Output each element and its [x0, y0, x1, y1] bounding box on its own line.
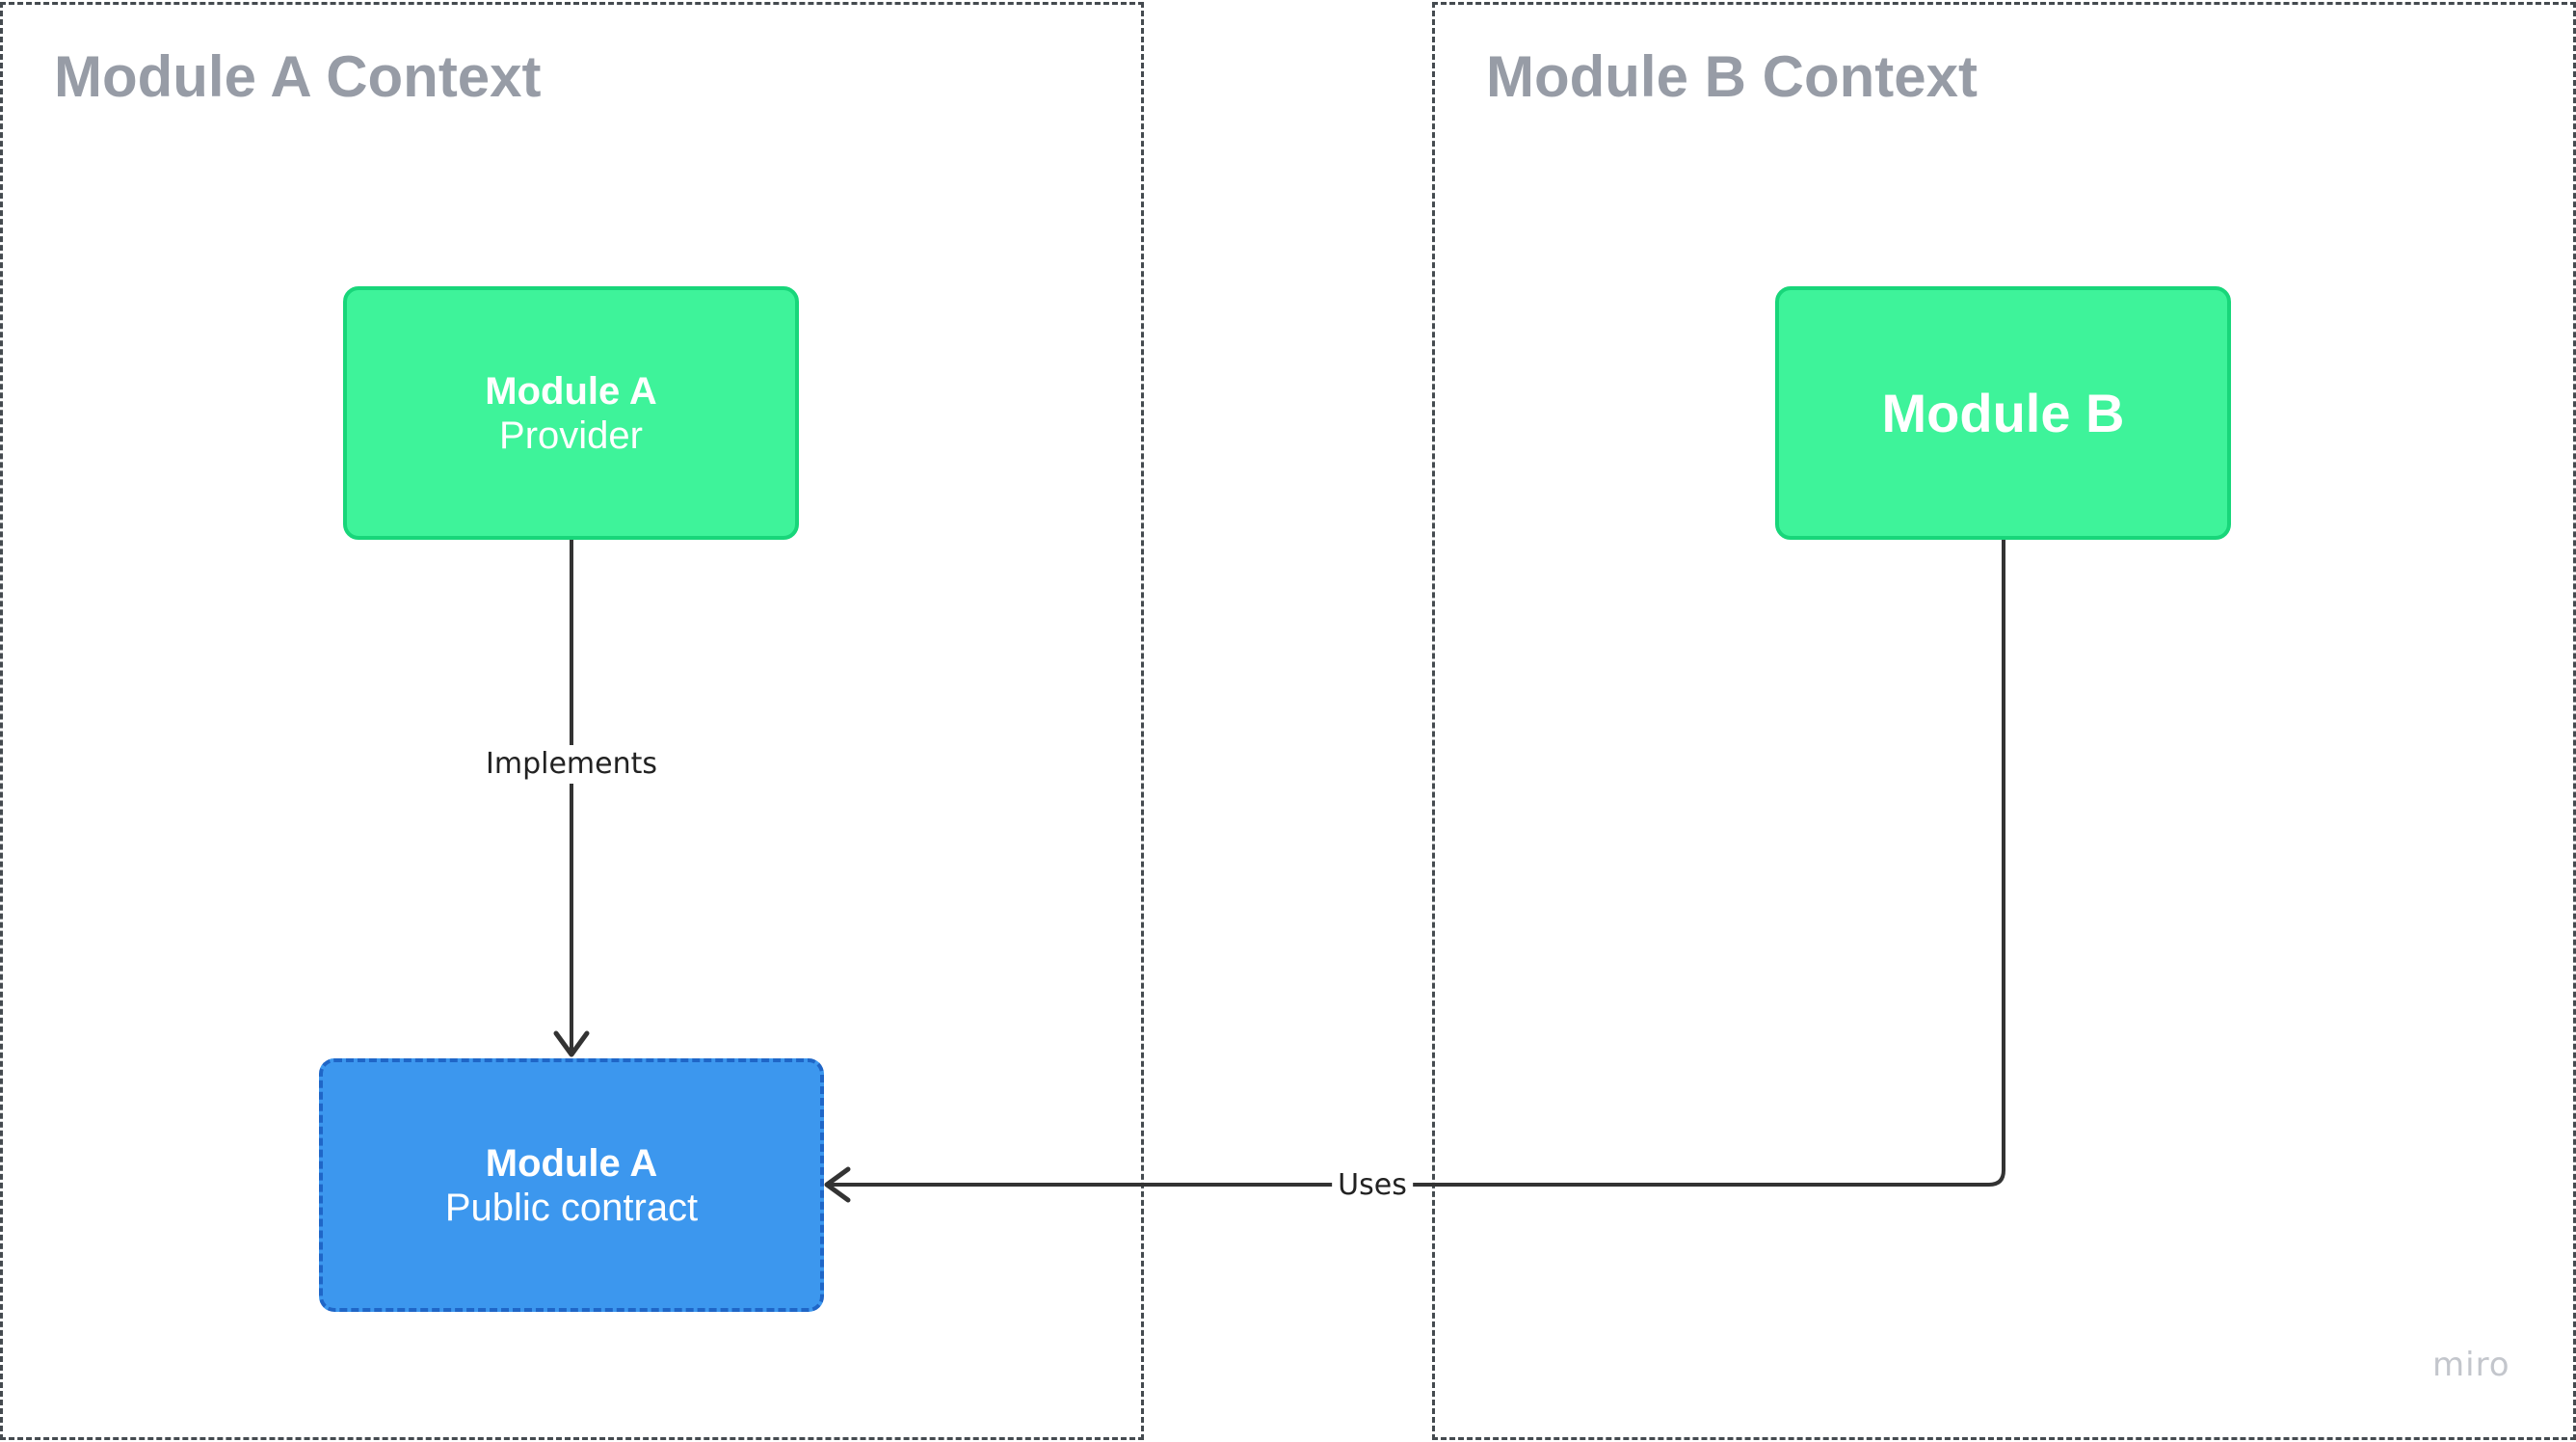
module-b-node[interactable]: Module B — [1775, 286, 2231, 540]
edge-implements-arrowhead — [553, 1030, 590, 1057]
module-a-contract-subtitle: Public contract — [444, 1186, 699, 1229]
edge-uses-label: Uses — [1332, 1166, 1413, 1205]
edge-implements[interactable] — [553, 540, 590, 1057]
module-a-provider-subtitle: Provider — [499, 414, 643, 457]
module-a-context-title: Module A Context — [54, 44, 542, 109]
module-a-context: Module A Context — [0, 2, 1144, 1440]
module-a-provider-node[interactable]: Module A Provider — [343, 286, 799, 540]
module-a-contract-title: Module A — [485, 1141, 658, 1185]
module-b-context: Module B Context — [1432, 2, 2576, 1440]
edge-implements-label: Implements — [480, 745, 663, 784]
edge-uses-line — [830, 540, 2005, 1187]
module-b-context-title: Module B Context — [1486, 44, 1978, 109]
module-a-public-contract-node[interactable]: Module A Public contract — [319, 1058, 824, 1312]
edge-uses[interactable] — [824, 540, 2005, 1203]
module-b-title: Module B — [1881, 383, 2125, 443]
edge-uses-arrowhead — [824, 1166, 851, 1203]
module-a-provider-title: Module A — [485, 369, 657, 413]
miro-watermark: miro — [2432, 1346, 2510, 1384]
